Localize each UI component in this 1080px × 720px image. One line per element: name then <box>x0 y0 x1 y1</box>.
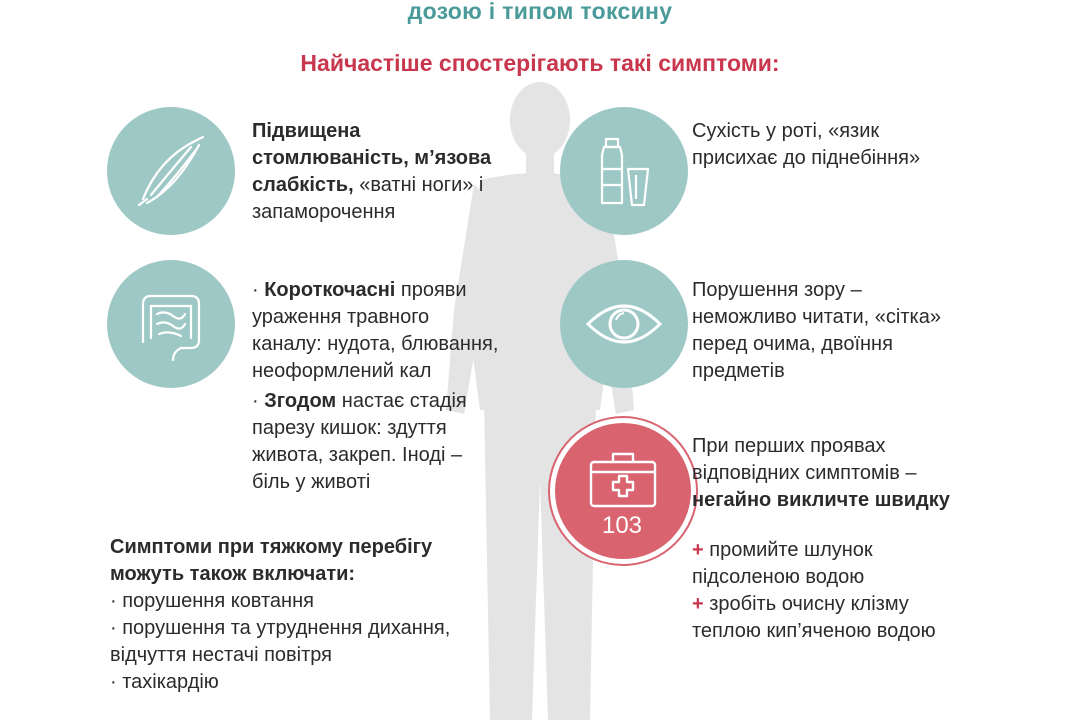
severe-item: · порушення ковтання <box>110 590 314 612</box>
severe-item: відчуття нестачі повітря <box>110 644 332 666</box>
plus-icon: + <box>692 539 704 561</box>
first-aid-kit-icon <box>589 452 657 508</box>
emergency-number: 103 <box>601 512 643 539</box>
symptom-vision: Порушення зору – неможливо читати, «сітк… <box>692 279 941 382</box>
severe-item: · порушення та утруднення дихання, <box>110 617 451 639</box>
plus-icon: + <box>692 593 704 615</box>
symptom-fatigue: Підвищена стомлюваність, м’язова слабкіс… <box>252 120 492 223</box>
severe-symptoms: Симптоми при тяжкому перебігу можуть так… <box>110 534 450 696</box>
severe-item: · тахікардію <box>110 671 219 693</box>
muscle-icon <box>137 135 205 207</box>
muscle-icon-circle <box>107 107 235 235</box>
bottle-glass-icon <box>600 137 650 207</box>
eye-icon <box>585 304 663 344</box>
section-title: Найчастіше спостерігають такі симптоми: <box>300 50 780 76</box>
intestine-icon <box>141 294 201 362</box>
symptom-digestive: · Короткочасні прояви ураження травного … <box>252 279 499 493</box>
first-aid-circle <box>555 423 691 559</box>
emergency-text: При перших проявах відповідних симптомів… <box>692 435 950 511</box>
eye-icon-circle <box>560 260 688 388</box>
emergency-actions: + промийте шлунок підсоленою водою + зро… <box>692 539 936 642</box>
bottle-icon-circle <box>560 107 688 235</box>
intestine-icon-circle <box>107 260 235 388</box>
header-subtitle: дозою і типом токсину <box>407 0 673 24</box>
symptom-dry-mouth: Сухість у роті, «язик присихає до піднеб… <box>692 120 921 169</box>
